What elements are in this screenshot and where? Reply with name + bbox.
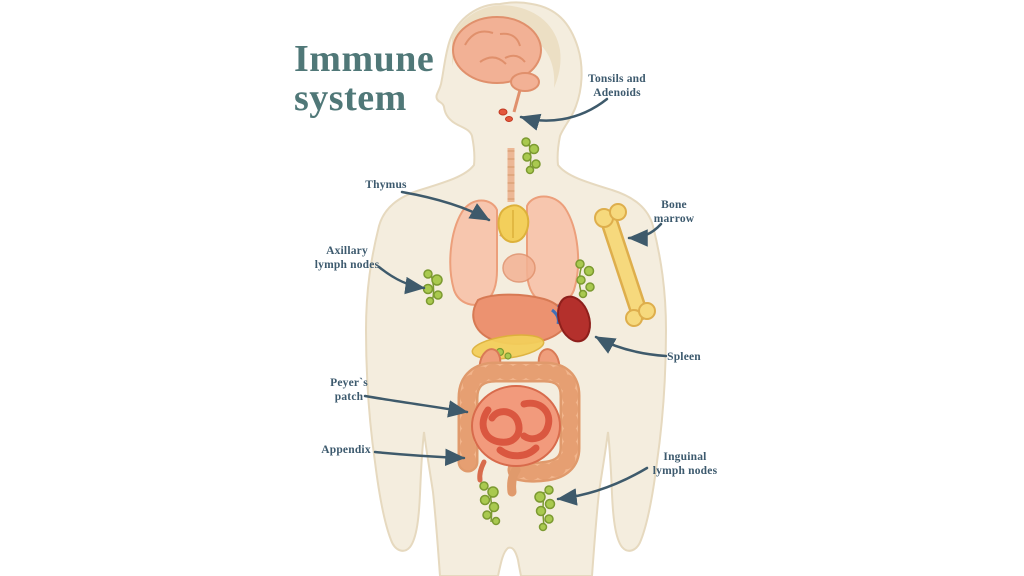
inguinal-lymph-nodes-icon [479, 481, 556, 532]
body-silhouette [364, 1, 668, 576]
tonsils-adenoids-icon [498, 108, 513, 122]
arrows [363, 97, 668, 506]
arrow-axillary [377, 265, 426, 295]
label-inguinal-lymph-nodes: Inguinal lymph nodes [652, 451, 718, 478]
arrow-tonsils [519, 97, 609, 131]
label-axillary-lymph-nodes: Axillary lymph nodes [314, 245, 380, 272]
large-intestine-icon [457, 361, 581, 497]
spleen-icon [551, 295, 591, 343]
label-peyers-patch: Peyer`s patch [330, 377, 368, 404]
arrow-appendix [373, 448, 466, 467]
bone-marrow-icon [594, 203, 656, 327]
label-bone-marrow: Bone marrow [653, 199, 695, 226]
appendix-icon [477, 459, 487, 483]
heart-icon [502, 253, 536, 283]
arrow-spleen [594, 335, 668, 358]
arrow-thymus [400, 190, 491, 222]
arrow-bone-marrow [627, 222, 663, 247]
brain-icon [452, 16, 542, 113]
label-tonsils-adenoids: Tonsils and Adenoids [588, 73, 646, 100]
cervical-lymph-nodes-icon [521, 137, 541, 175]
label-spleen: Spleen [667, 351, 701, 363]
label-thymus: Thymus [365, 179, 407, 191]
label-appendix: Appendix [321, 444, 371, 456]
page-title: Immune system [294, 38, 435, 119]
small-intestine-icon [471, 385, 561, 467]
thymus-icon [497, 204, 530, 243]
arrow-inguinal [556, 466, 649, 506]
lungs-icon [449, 195, 580, 307]
arrow-peyers [363, 394, 469, 418]
